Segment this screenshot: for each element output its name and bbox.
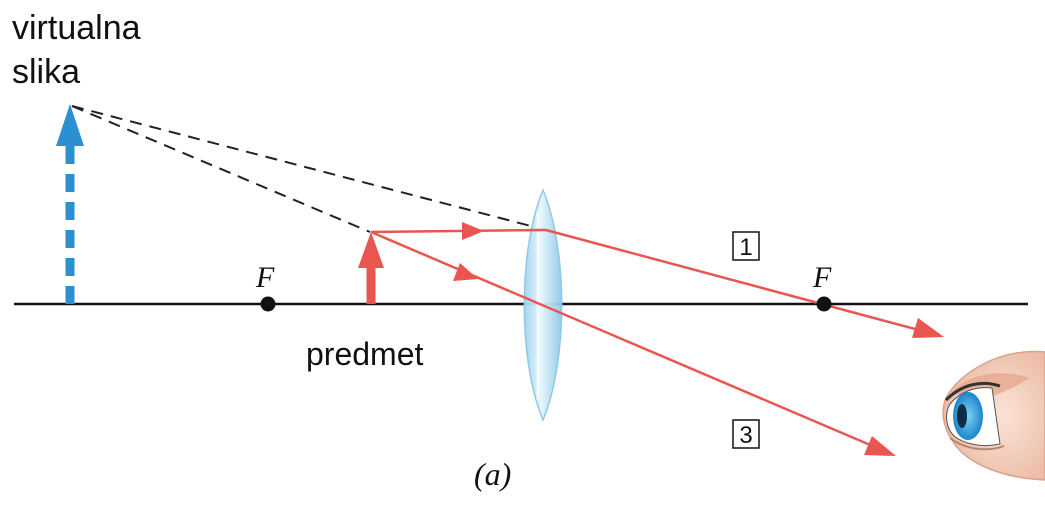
object-label: predmet [306, 336, 424, 372]
ray-3-line [370, 230, 883, 452]
ray-3-number: 3 [739, 422, 752, 449]
ray-1-end-arrowhead [912, 318, 944, 338]
focal-label-left: F [255, 261, 275, 294]
dashed-extension-lower [71, 105, 371, 233]
ray-1-refracted [545, 228, 931, 335]
ray-3-mid-arrowhead [453, 263, 478, 281]
ray-1-mid-arrowhead [462, 222, 484, 240]
figure-caption: (a) [474, 456, 512, 492]
ray-3-end-arrowhead [864, 436, 896, 456]
ray-1-number: 1 [739, 234, 752, 261]
focal-label-right: F [812, 261, 832, 294]
virtual-image-arrow-head [56, 104, 84, 146]
ray-1-parallel [370, 228, 547, 234]
ray-1-box [732, 231, 760, 261]
dashed-extension-upper [71, 105, 547, 231]
focal-point-left [260, 296, 276, 312]
focal-point-right [816, 296, 832, 312]
object-arrow-head [358, 232, 384, 268]
virtual-image-label-line2: slika [12, 53, 81, 91]
eye-icon [942, 350, 1045, 481]
virtual-image-label: virtualna slika [12, 6, 141, 94]
virtual-image-label-line1: virtualna [12, 9, 141, 47]
ray-3-box [732, 419, 760, 449]
